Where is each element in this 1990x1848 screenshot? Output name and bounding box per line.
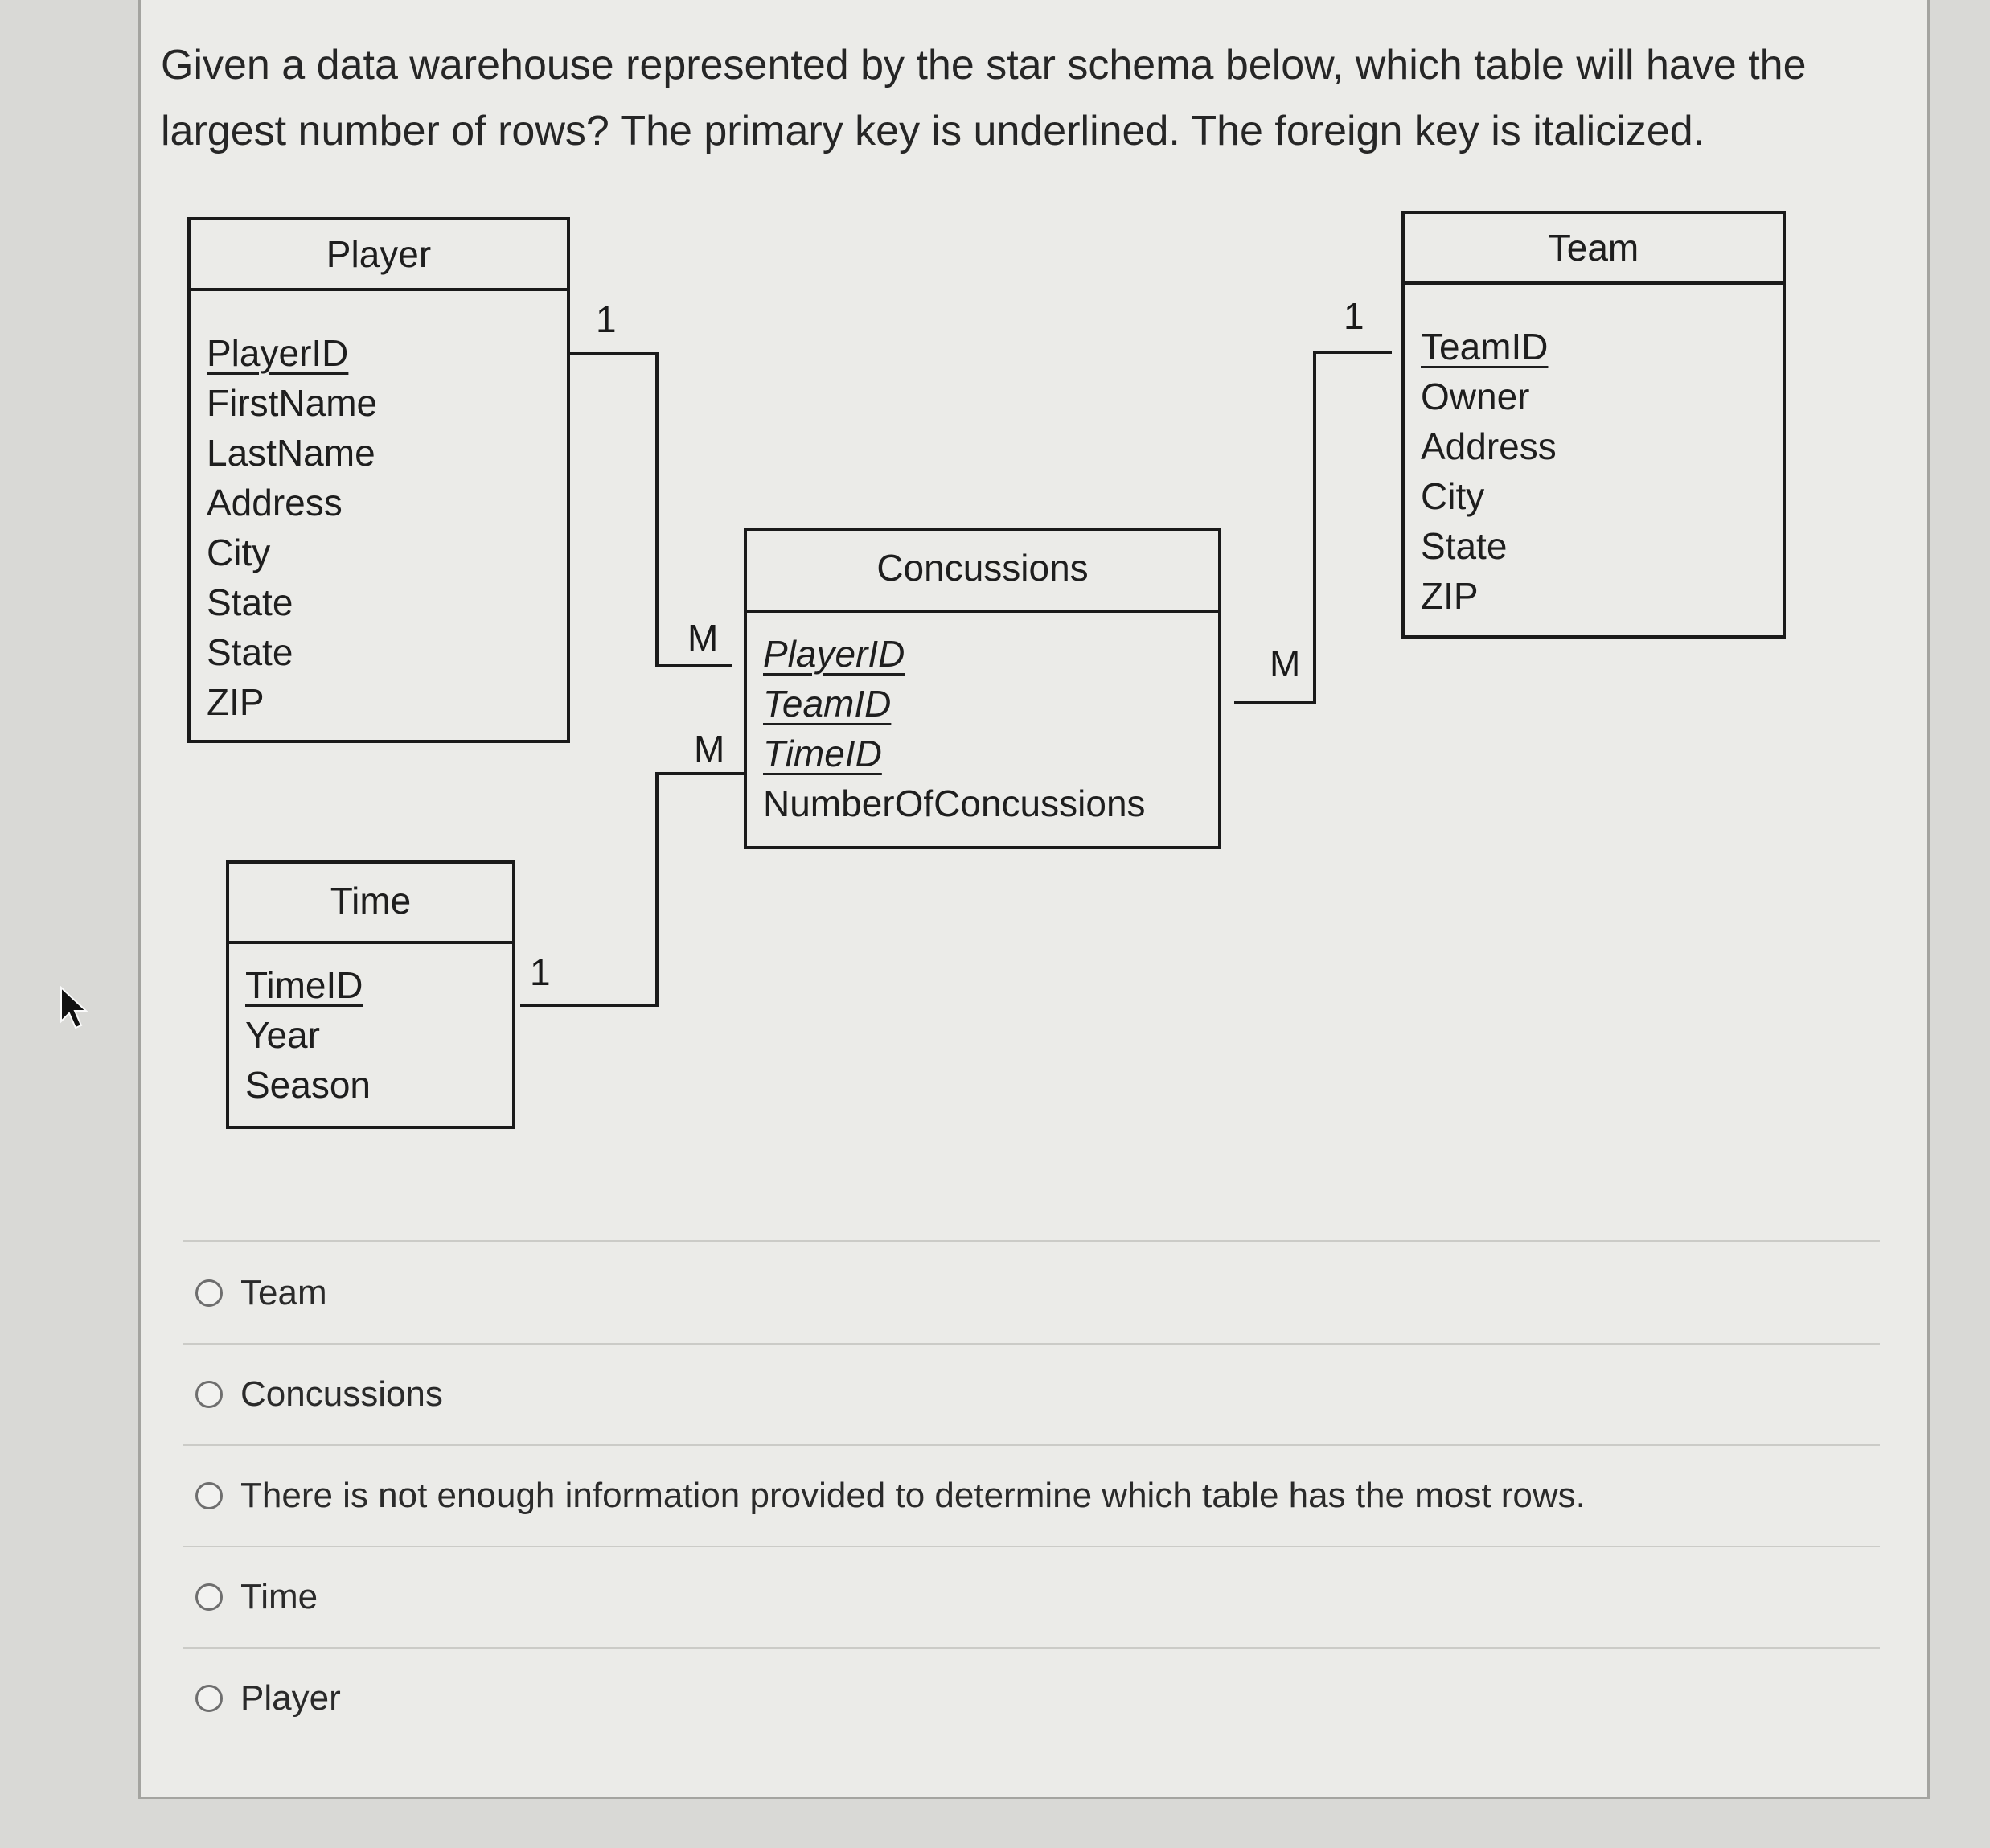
player-table-title: Player (191, 220, 567, 291)
option-divider (183, 1546, 1880, 1547)
time-table-title: Time (229, 864, 512, 944)
quiz-panel: Given a data warehouse represented by th… (138, 0, 1930, 1799)
option-not-enough-information[interactable]: There is not enough information provided… (195, 1472, 1586, 1520)
player-concussions-line (567, 352, 732, 667)
option-label: Player (240, 1678, 341, 1718)
option-label: Team (240, 1273, 327, 1312)
player-attr: State (207, 631, 293, 673)
option-label: Time (240, 1577, 318, 1616)
concussions-table-title: Concussions (747, 531, 1218, 613)
team-attr-primary-key: TeamID (1421, 326, 1549, 368)
radio-button-icon[interactable] (195, 1482, 223, 1509)
player-cardinality: 1 (596, 298, 617, 340)
option-player[interactable]: Player (195, 1674, 341, 1723)
player-attr: State (207, 581, 293, 623)
concussions-attr-foreign-key: PlayerID (763, 633, 905, 675)
time-concussions-line (520, 772, 747, 1007)
concussions-table: Concussions PlayerID TeamID TimeID Numbe… (744, 528, 1221, 849)
player-attr: FirstName (207, 382, 378, 424)
radio-button-icon[interactable] (195, 1685, 223, 1712)
team-table: Team TeamID Owner Address City State ZIP (1401, 211, 1786, 639)
concussions-player-cardinality: M (687, 617, 719, 659)
concussions-attr: NumberOfConcussions (763, 782, 1146, 824)
team-attr: Owner (1421, 376, 1530, 417)
option-divider (183, 1647, 1880, 1649)
player-attr: LastName (207, 432, 375, 474)
concussions-time-cardinality: M (694, 728, 725, 770)
question-text: Given a data warehouse represented by th… (161, 42, 1807, 154)
time-cardinality: 1 (530, 951, 551, 993)
concussions-attr-foreign-key: TimeID (763, 733, 882, 774)
option-concussions[interactable]: Concussions (195, 1370, 443, 1419)
option-time[interactable]: Time (195, 1573, 318, 1621)
team-concussions-line (1234, 351, 1392, 704)
player-table: Player PlayerID FirstName LastName Addre… (187, 217, 570, 743)
player-attr-primary-key: PlayerID (207, 332, 349, 374)
relationship-lines (520, 351, 1392, 1007)
time-table: Time TimeID Year Season (226, 860, 515, 1129)
option-divider (183, 1444, 1880, 1446)
team-attr: Address (1421, 425, 1557, 467)
player-attr: City (207, 532, 271, 573)
team-cardinality: 1 (1344, 295, 1364, 337)
concussions-team-cardinality: M (1270, 643, 1301, 684)
player-attr: Address (207, 482, 343, 524)
option-divider (183, 1343, 1880, 1345)
time-attr: Year (245, 1014, 320, 1056)
option-team[interactable]: Team (195, 1269, 327, 1317)
mouse-pointer-icon (60, 986, 88, 1029)
radio-button-icon[interactable] (195, 1381, 223, 1408)
player-attr: ZIP (207, 681, 265, 723)
option-label: Concussions (240, 1374, 443, 1414)
option-divider (183, 1240, 1880, 1242)
time-attr-primary-key: TimeID (245, 964, 363, 1006)
team-attr: State (1421, 525, 1508, 567)
radio-button-icon[interactable] (195, 1279, 223, 1307)
team-attr: ZIP (1421, 575, 1479, 617)
concussions-attr-foreign-key: TeamID (763, 683, 892, 725)
radio-button-icon[interactable] (195, 1583, 223, 1611)
team-attr: City (1421, 475, 1485, 517)
option-label: There is not enough information provided… (240, 1476, 1586, 1515)
team-table-title: Team (1405, 214, 1783, 285)
time-attr: Season (245, 1064, 371, 1106)
